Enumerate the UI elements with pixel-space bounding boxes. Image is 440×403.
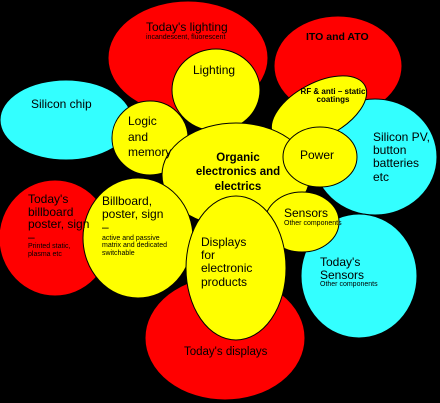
lighting-ellipse	[171, 48, 261, 132]
todays-billboard-label: Today's billboard poster, sign – Printed…	[28, 192, 90, 259]
todays-sensors-ellipse	[300, 213, 418, 339]
silicon-chip-label: Silicon chip	[31, 97, 92, 111]
ito-ato-label: ITO and ATO	[306, 31, 369, 43]
center-label: Organic electronics and electrics	[195, 152, 281, 193]
todays-lighting-label: Today's lighting incandescent, fluoresce…	[146, 20, 228, 41]
silicon-chip-ellipse	[0, 79, 133, 161]
logic-memory-label: Logic and memory	[128, 114, 172, 160]
power-ellipse	[282, 126, 358, 188]
silicon-pv-label: Silicon PV, button batteries etc	[373, 130, 430, 184]
displays-ellipse	[185, 195, 287, 341]
sensors-label: Sensors Other components	[284, 206, 342, 227]
lighting-label: Lighting	[193, 63, 236, 77]
todays-displays-label: Today's displays	[184, 346, 268, 358]
power-label: Power	[300, 148, 335, 162]
displays-label: Displays for electronic products	[201, 235, 253, 289]
rf-anti-static-label: RF & anti – static coatings	[300, 87, 366, 105]
billboard-label: Billboard, poster, sign – active and pas…	[102, 194, 167, 257]
todays-sensors-label: Today's Sensors Other components	[320, 255, 378, 289]
